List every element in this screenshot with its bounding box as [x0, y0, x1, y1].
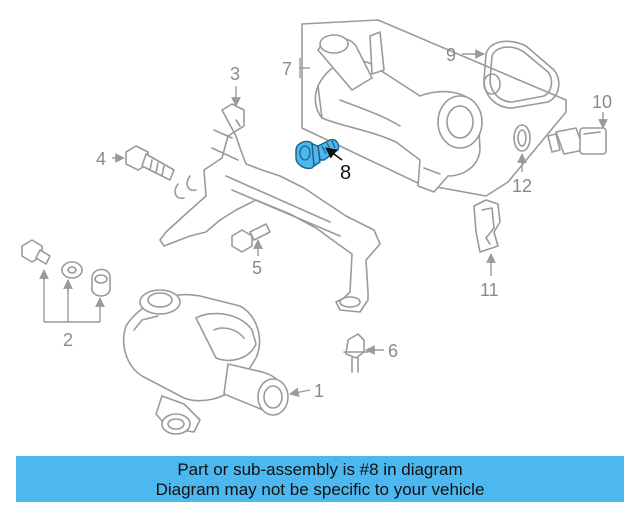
- clip-part: [473, 199, 501, 253]
- callout-4: 4: [96, 149, 106, 169]
- fastener-set-part-2: [21, 239, 111, 297]
- callout-5: 5: [252, 258, 262, 278]
- o-ring-part: [513, 124, 531, 152]
- callout-2: 2: [63, 330, 73, 350]
- callout-11: 11: [480, 280, 499, 300]
- callout-1: 1: [314, 381, 324, 401]
- callout-3: 3: [230, 64, 240, 84]
- highlighted-bolt-part-8[interactable]: [295, 138, 340, 170]
- callout-10: 10: [592, 92, 612, 112]
- thermostat-housing-part: [301, 19, 567, 197]
- leader-lines: [39, 49, 608, 398]
- callout-12: 12: [512, 176, 532, 196]
- callout-8: 8: [340, 162, 351, 184]
- bolt-part-5: [231, 223, 271, 253]
- bracket-part: [159, 103, 381, 313]
- callout-7: 7: [282, 59, 292, 79]
- banner-line-1: Part or sub-assembly is #8 in diagram: [177, 460, 463, 479]
- callout-9: 9: [446, 45, 456, 65]
- sensor-part: [547, 127, 607, 155]
- info-banner: Part or sub-assembly is #8 in diagram Di…: [16, 456, 624, 502]
- gasket-part: [483, 40, 560, 109]
- stud-part-6: [343, 333, 369, 373]
- water-pump-part: [122, 289, 289, 435]
- callout-6: 6: [388, 341, 398, 361]
- banner-line-2: Diagram may not be specific to your vehi…: [155, 480, 485, 499]
- bolt-part-4: [125, 145, 175, 181]
